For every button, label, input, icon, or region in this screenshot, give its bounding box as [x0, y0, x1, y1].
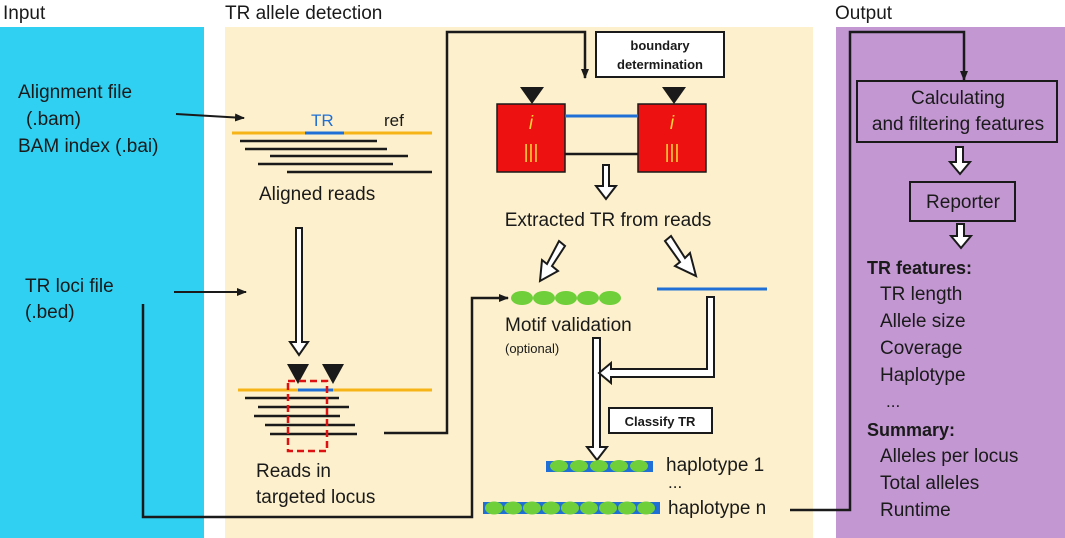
targeted-locus-illustration	[238, 364, 432, 453]
alignment-file-ext: (.bam)	[26, 109, 81, 130]
hollow-arrow-reporter-down	[948, 223, 974, 250]
aligned-reads-label: Aligned reads	[259, 184, 375, 205]
optional-label: (optional)	[505, 341, 559, 356]
haplotype-n-illustration	[483, 501, 660, 515]
hollow-arrow-calc-to-reporter	[947, 146, 973, 176]
motif-chain	[511, 291, 621, 305]
hollow-arrow-sequence-elbow	[597, 296, 715, 386]
classify-tr-label: Classify TR	[625, 414, 696, 429]
calculating-features-box	[856, 80, 1058, 143]
summary-item: Alleles per locus	[880, 446, 1018, 467]
extracted-tr-label: Extracted TR from reads	[505, 210, 712, 231]
section-title-input: Input	[3, 3, 46, 24]
ref-label: ref	[384, 111, 404, 130]
calculating-label-1: Calculating	[911, 88, 1005, 109]
tr-loci-file-ext: (.bed)	[25, 302, 75, 323]
aligned-reads-illustration	[232, 131, 432, 174]
connector-detection-to-output	[790, 30, 968, 512]
hollow-arrow-to-motif	[538, 239, 567, 283]
tr-features-title: TR features:	[867, 258, 972, 278]
reporter-box	[909, 181, 1016, 222]
section-title-output: Output	[835, 3, 893, 24]
reporter-label: Reporter	[926, 192, 1001, 213]
block-left-bars: |||	[524, 142, 539, 163]
reads-in-label: Reads in	[256, 461, 331, 482]
connector-loci-to-motif	[141, 294, 509, 519]
feature-item: Haplotype	[880, 365, 966, 386]
block-left-symbol: i	[529, 113, 534, 134]
arrow-alignment-to-reads	[175, 113, 245, 122]
haplotype-1-label: haplotype 1	[666, 455, 764, 476]
boundary-blocks	[496, 87, 707, 173]
feature-item: Allele size	[880, 311, 966, 332]
summary-title: Summary:	[867, 420, 955, 440]
motif-validation-label: Motif validation	[505, 315, 632, 336]
hollow-arrow-to-sequence	[663, 234, 698, 278]
feature-item: ...	[886, 392, 900, 411]
haplotype-ellipsis: ...	[668, 473, 682, 492]
hollow-arrow-to-extracted	[593, 164, 619, 201]
summary-item: Runtime	[880, 500, 951, 521]
output-panel	[836, 27, 1065, 538]
hollow-arrow-reads-down	[288, 227, 310, 357]
tr-label: TR	[311, 111, 334, 130]
tr-loci-file-label: TR loci file	[25, 276, 114, 297]
hollow-arrow-motif-down	[584, 337, 610, 462]
bam-index-label: BAM index (.bai)	[18, 136, 158, 157]
classify-tr-box	[608, 407, 713, 434]
summary-item: Total alleles	[880, 473, 979, 494]
boundary-label-2: determination	[617, 57, 703, 72]
input-panel	[0, 27, 204, 538]
connector-locus-to-boundary	[384, 30, 589, 435]
block-right-bars: |||	[665, 142, 680, 163]
section-title-detection: TR allele detection	[225, 3, 382, 24]
calculating-label-2: and filtering features	[872, 114, 1044, 135]
feature-item: TR length	[880, 284, 962, 305]
block-right-symbol: i	[670, 113, 675, 134]
boundary-determination-box	[595, 31, 725, 78]
haplotype-1-illustration	[546, 460, 653, 472]
alignment-file-label: Alignment file	[18, 82, 132, 103]
boundary-label-1: boundary	[630, 38, 690, 53]
feature-item: Coverage	[880, 338, 962, 359]
haplotype-n-label: haplotype n	[668, 498, 766, 519]
targeted-locus-label: targeted locus	[256, 487, 375, 508]
